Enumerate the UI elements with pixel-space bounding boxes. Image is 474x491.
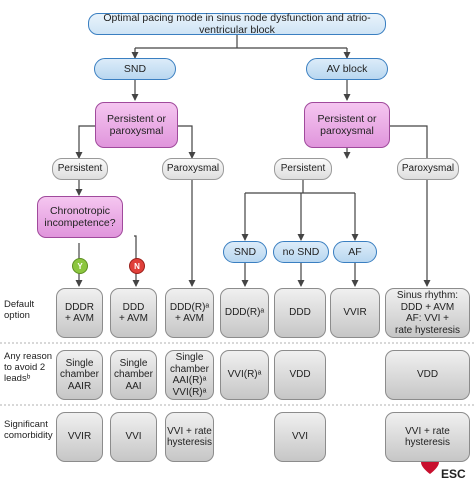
right-persistent-split: [245, 180, 355, 194]
yes-badge: Y: [72, 258, 88, 274]
avoid-cell-5: VDD: [274, 350, 326, 400]
diagram-title: Optimal pacing mode in sinus node dysfun…: [88, 12, 386, 36]
comorbidity-cell-3: VVI + rate hysteresis: [165, 412, 214, 462]
node-av-af: AF: [333, 241, 377, 263]
node-chronotropic-incompetence: Chronotropic incompetence?: [37, 196, 123, 238]
node-av-persistent-or-paroxysmal: Persistent or paroxysmal: [304, 102, 390, 148]
default-cell-7: Sinus rhythm: DDD + AVM AF: VVI + rate h…: [385, 288, 470, 338]
node-snd-persistent-or-paroxysmal: Persistent or paroxysmal: [95, 102, 178, 148]
comorbidity-cell-4: VVI: [274, 412, 326, 462]
node-av-no-snd: no SND: [273, 241, 329, 263]
node-snd: SND: [94, 58, 176, 80]
node-av-persistent: Persistent: [274, 158, 332, 180]
comorbidity-cell-5: VVI + rate hysteresis: [385, 412, 470, 462]
arrow-right-paroxysmal: [390, 125, 431, 287]
arrow-left-persistent: [75, 125, 95, 159]
node-snd-paroxysmal: Paroxysmal: [162, 158, 224, 180]
node-av-block: AV block: [306, 58, 388, 80]
avoid-cell-2: Single chamber AAI: [110, 350, 157, 400]
default-cell-3: DDD(R)ᵃ + AVM: [165, 288, 214, 338]
default-cell-1: DDDR + AVM: [56, 288, 103, 338]
default-cell-4: DDD(R)ᵃ: [220, 288, 269, 338]
row-label-default-option: Default option: [4, 299, 35, 321]
avoid-cell-3: Single chamber AAI(R)ᵃ VVI(R)ᵃ: [165, 350, 214, 400]
arrow-left-paroxysmal: [178, 125, 196, 159]
row-label-avoid-two-leads: Any reason to avoid 2 leadsᵇ: [4, 351, 53, 384]
comorbidity-cell-2: VVI: [110, 412, 157, 462]
no-badge: N: [129, 258, 145, 274]
default-cell-5: DDD: [274, 288, 326, 338]
avoid-cell-4: VVI(R)ᵃ: [220, 350, 269, 400]
row-label-significant-comorbidity: Significant comorbidity: [4, 419, 53, 441]
title-split-line: [135, 35, 347, 49]
default-cell-2: DDD + AVM: [110, 288, 157, 338]
esc-logo-text: ESC: [441, 467, 466, 481]
avoid-cell-6: VDD: [385, 350, 470, 400]
default-cell-6: VVIR: [330, 288, 380, 338]
avoid-cell-1: Single chamber AAIR: [56, 350, 103, 400]
node-av-paroxysmal: Paroxysmal: [397, 158, 459, 180]
node-av-snd: SND: [223, 241, 267, 263]
node-snd-persistent: Persistent: [52, 158, 108, 180]
comorbidity-cell-1: VVIR: [56, 412, 103, 462]
